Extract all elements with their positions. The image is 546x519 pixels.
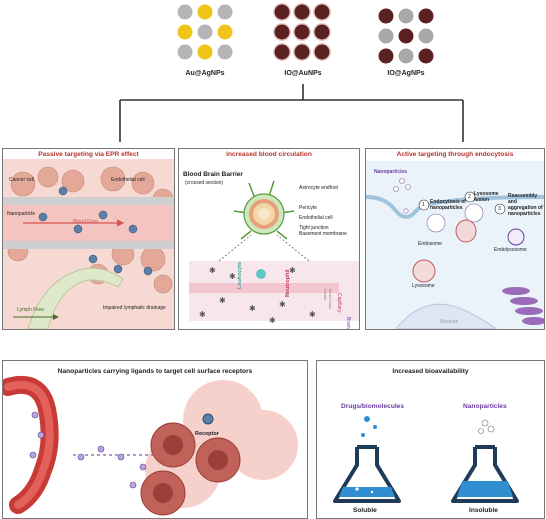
nanoparticle xyxy=(294,4,310,20)
label-lysosome: Lysosome xyxy=(412,283,435,289)
panel-endo-title: Active targeting through endocytosis xyxy=(396,151,514,158)
np-label-au-ag: Au@AgNPs xyxy=(185,70,225,77)
label-endolysosome: Endolysosome xyxy=(494,247,527,253)
label-drugs: Drugs/biomolecules xyxy=(341,403,405,410)
panel-epr-title: Passive targeting via EPR effect xyxy=(38,151,139,158)
nanoparticle xyxy=(177,44,193,60)
svg-text:✱: ✱ xyxy=(209,266,216,275)
label-leukocyte: Leukocyte xyxy=(237,261,243,289)
nanoparticle xyxy=(217,24,233,40)
label-tight-junction: Tight junction xyxy=(299,225,329,231)
label-lymph-flow: Lymph Flow xyxy=(17,307,44,313)
svg-text:✱: ✱ xyxy=(249,304,256,313)
nanoparticle xyxy=(378,28,394,44)
nanoparticle xyxy=(418,48,434,64)
label-endothelial: Endothelial cell xyxy=(299,215,333,221)
label-blood-flow: Blood Flow xyxy=(73,219,98,225)
svg-text:✱: ✱ xyxy=(289,266,296,275)
svg-text:✱: ✱ xyxy=(219,296,226,305)
nanoparticle xyxy=(197,4,213,20)
au-ag-particles xyxy=(177,4,233,60)
nanoparticle xyxy=(398,48,414,64)
label-nanoparticle: Nanoparticle xyxy=(7,211,36,217)
nanoparticle xyxy=(398,28,414,44)
io-ag-particles xyxy=(378,8,434,64)
label-step1: Endocytosis of nanoparticles xyxy=(430,199,466,211)
connector-lines xyxy=(119,84,464,142)
np-grid-au-ag xyxy=(175,2,235,62)
np-grid-io-au xyxy=(272,2,334,64)
label-nanoparticles-bio: Nanoparticles xyxy=(463,403,507,410)
io-au-particles xyxy=(273,3,331,61)
nanoparticle xyxy=(294,24,310,40)
epr-illustration xyxy=(3,159,174,329)
nanoparticle xyxy=(197,44,213,60)
label-cancer-cell: Cancer cell xyxy=(9,177,35,183)
label-impaired-drainage: Impaired lymphatic drainage xyxy=(103,305,166,311)
nanoparticle xyxy=(418,28,434,44)
nanoparticle xyxy=(177,4,193,20)
nanoparticle xyxy=(398,8,414,24)
np-grid-io-ag xyxy=(376,6,436,66)
label-astrocyte: Astrocyte endfoot xyxy=(299,185,338,191)
label-nanoparticles: Nanoparticles xyxy=(374,169,408,175)
panel-bbb-title: Increased blood circulation xyxy=(226,151,312,158)
label-endosome: Endosome xyxy=(418,241,442,247)
label-neutrophil: Neutrophil xyxy=(285,269,291,298)
svg-text:✱: ✱ xyxy=(199,310,206,319)
flasks-illustration xyxy=(333,416,519,503)
nanoparticle xyxy=(274,44,290,60)
svg-text:✱: ✱ xyxy=(269,316,276,325)
svg-text:✱: ✱ xyxy=(279,300,286,309)
panel-bioavailability: Increased bioavailability Drugs/biomolec… xyxy=(316,360,545,519)
step-number-2: 2 xyxy=(468,194,471,200)
caption-soluble: Soluble xyxy=(353,507,377,514)
panel-ligands-title: Nanoparticles carrying ligands to target… xyxy=(57,368,253,375)
np-label-io-au: IO@AuNPs xyxy=(284,70,322,77)
panel-bbb: Increased blood circulation Blood Brain … xyxy=(178,148,360,330)
label-step3: Reassembly and aggregation of nanopartic… xyxy=(508,193,543,217)
label-endothelial-cell: Endothelial cell xyxy=(111,177,145,183)
nanoparticle xyxy=(274,4,290,20)
label-basement: Basement membrane xyxy=(299,231,347,237)
label-capillary: Capillary xyxy=(336,293,342,313)
nanoparticle xyxy=(177,24,193,40)
nanoparticle xyxy=(418,8,434,24)
caption-insoluble: Insoluble xyxy=(469,507,498,514)
nanoparticle xyxy=(378,8,394,24)
nanoparticle xyxy=(314,44,330,60)
step-number-1: 1 xyxy=(422,202,425,208)
nanoparticle xyxy=(314,24,330,40)
endo-illustration xyxy=(366,161,544,329)
label-bbb-vertical: Blood brain barrier xyxy=(323,289,333,310)
bbb-heading: Blood Brain Barrier xyxy=(183,171,243,178)
step-number-3: 3 xyxy=(498,206,501,212)
label-step2: Lysosome fusion xyxy=(474,191,499,203)
nanoparticle xyxy=(197,24,213,40)
svg-text:✱: ✱ xyxy=(229,272,236,281)
nanoparticle xyxy=(378,48,394,64)
panel-endocytosis: Active targeting through endocytosis Nan… xyxy=(365,148,545,330)
bbb-illustration: ✱✱✱ ✱✱✱ ✱✱✱ xyxy=(189,180,359,325)
panel-epr: Passive targeting via EPR effect Cancer … xyxy=(2,148,175,330)
label-brain: Brain xyxy=(345,317,351,329)
ligands-illustration xyxy=(3,375,298,516)
nanoparticle xyxy=(294,44,310,60)
nanoparticle xyxy=(217,44,233,60)
label-receptor: Receptor xyxy=(195,431,219,437)
nanoparticle xyxy=(274,24,290,40)
np-label-io-ag: IO@AgNPs xyxy=(387,70,425,77)
nanoparticle xyxy=(217,4,233,20)
nanoparticle xyxy=(314,4,330,20)
panel-ligands: Nanoparticles carrying ligands to target… xyxy=(2,360,308,519)
svg-text:✱: ✱ xyxy=(309,310,316,319)
bbb-subheading: (crossed section) xyxy=(185,180,224,186)
panel-bio-title: Increased bioavailability xyxy=(392,368,469,375)
label-nucleus: Nucleus xyxy=(440,319,459,325)
label-pericyte: Pericyte xyxy=(299,205,318,211)
